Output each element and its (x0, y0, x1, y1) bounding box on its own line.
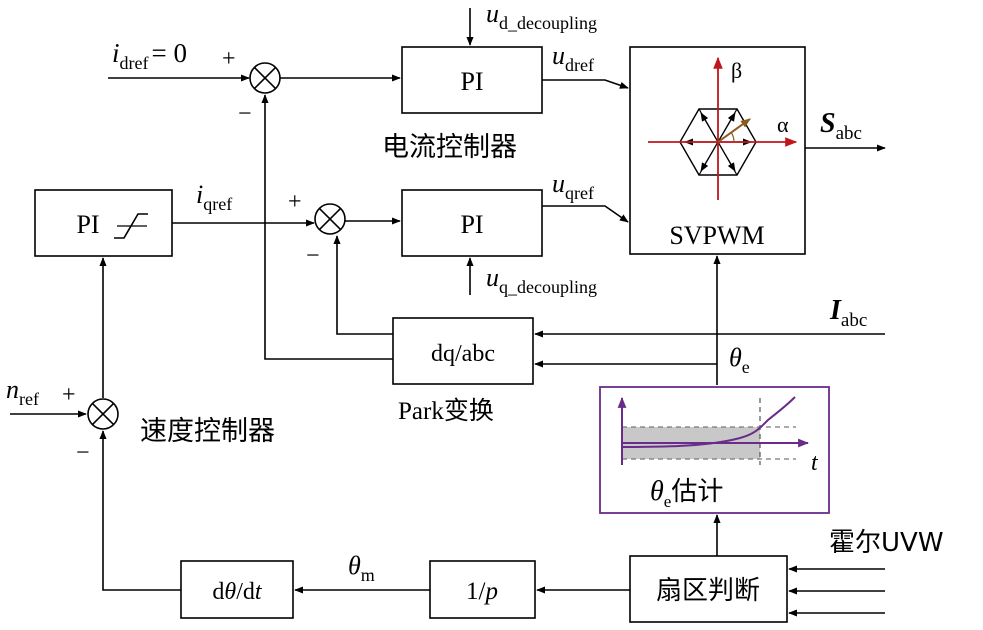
ud-decoupling-label: ud_decoupling (486, 0, 597, 33)
theta-m-label: θm (348, 551, 375, 585)
iabc-label: Iabc (829, 295, 867, 331)
limiter-icon (114, 213, 148, 239)
pi-speed-label: PI (76, 210, 99, 239)
park-transform-label: Park变换 (398, 397, 494, 425)
estimator-waveform-icon (617, 396, 810, 465)
hall-uvw-label: 霍尔UVW (829, 528, 944, 558)
sign-plus-d: + (222, 46, 236, 72)
dq-abc-block (392, 317, 534, 385)
one-over-p-label: 1/p (466, 578, 498, 605)
pi-q-label: PI (460, 210, 483, 239)
dtheta-dt-label: dθ/dt (212, 579, 262, 605)
udref-label: udref (552, 41, 594, 75)
nref-label: nref (6, 375, 39, 409)
uq-decoupling-label: uq_decoupling (486, 263, 597, 297)
uqref-label: uqref (552, 169, 594, 203)
idref-label: idref= 0 (112, 38, 187, 73)
sign-minus-q: − (306, 243, 320, 269)
sector-judgment-label: 扇区判断 (656, 576, 760, 606)
sum-junction-d (249, 62, 281, 94)
sector-judgment-block (629, 555, 788, 623)
sign-plus-speed: + (62, 382, 76, 408)
speed-controller-label: 速度控制器 (140, 416, 275, 447)
one-over-p-block (429, 560, 536, 619)
sign-plus-q: + (288, 189, 302, 215)
sabc-label: Sabc (820, 108, 862, 144)
space-vector-hexagon-icon (648, 56, 798, 200)
sign-minus-speed: − (76, 440, 90, 466)
pi-d-label: PI (460, 67, 483, 96)
time-axis-label: t (811, 450, 819, 476)
pi-q-block (401, 189, 543, 257)
dtheta-dt-block (180, 560, 294, 619)
alpha-label: α (777, 112, 789, 137)
theta-e-label: θe (729, 343, 750, 377)
iqref-label: iqref (196, 180, 232, 214)
sign-minus-d: − (238, 101, 252, 127)
pi-speed-block (34, 189, 173, 257)
estimator-label: θe估计 (650, 476, 723, 511)
current-controller-label: 电流控制器 (382, 132, 517, 163)
pi-d-block (401, 46, 543, 114)
signal-wires (10, 8, 886, 617)
dq-abc-label: dq/abc (431, 341, 495, 367)
sum-junction-q (314, 203, 346, 235)
beta-label: β (731, 58, 742, 83)
svpwm-label: SVPWM (669, 221, 764, 250)
sum-junction-speed (87, 398, 119, 430)
